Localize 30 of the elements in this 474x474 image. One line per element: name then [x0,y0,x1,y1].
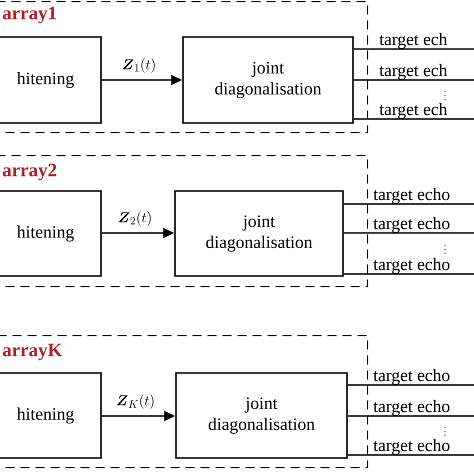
group-label: array1 [2,6,56,24]
edge-label: $\boldsymbol{Z}_{1}(t)$ [122,58,155,73]
edge-label: target echo [373,216,450,233]
edge-label: target ech [379,102,448,119]
output-line [348,384,474,386]
output-line [344,273,474,275]
edge-label: target ech [379,64,448,80]
output-line [354,118,474,120]
group-label: array2 [2,164,56,180]
edge-label: target echo [373,400,450,416]
output-line [344,232,474,234]
output-line [354,48,474,50]
output-line [344,203,474,205]
edge-label: target echo [373,438,450,455]
edge-label: $\boldsymbol{Z}_{K}(t)$ [117,394,154,409]
group-label: arrayK [2,344,62,360]
edge-label: $\boldsymbol{Z}_{2}(t)$ [118,211,151,226]
process-box: hitening [0,190,102,277]
process-box: hitening [0,36,102,124]
process-box: joint diagonalisation [175,372,348,459]
output-line [354,79,474,81]
output-line [348,454,474,456]
edge-label: target ech [379,32,448,49]
output-line [348,415,474,417]
process-box: joint diagonalisation [182,36,354,124]
edge-label: target echo [373,368,450,385]
edge-label: target echo [373,188,450,204]
process-box: joint diagonalisation [174,190,344,277]
edge-label: target echo [373,258,450,274]
process-box: hitening [0,372,102,459]
